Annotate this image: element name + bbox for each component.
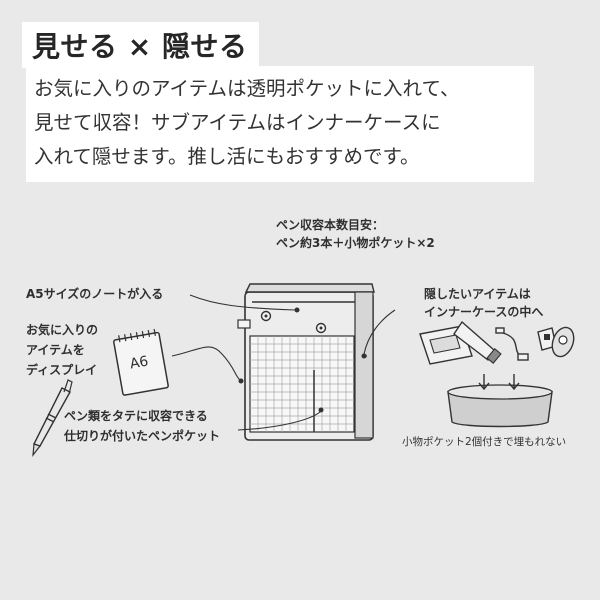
favorite-display-label-2: アイテムを [26,343,85,357]
favorite-display-label-3: ディスプレイ [26,363,98,377]
pen-pocket-label-1: ペン類をタテに収容できる [64,409,208,423]
pen-capacity-label-1: ペン収容本数目安： [276,218,385,232]
hidden-items-label-2: インナーケースの中へ [424,305,544,319]
intro-line-3: 入れて隠せます。推し活にもおすすめです。 [34,145,420,168]
intro-line-1: お気に入りのアイテムは透明ポケットに入れて、 [34,77,460,100]
favorite-display-label-1: お気に入りの [26,323,99,337]
cable-icon [495,327,529,361]
title-band: 見せる × 隠せる [22,22,260,68]
intro-line-2: 見せて収容！サブアイテムはインナーケースに [34,111,441,134]
pen-pocket-label-2: 仕切りが付いたペンポケット [64,429,221,443]
inner-case-icon [447,374,553,428]
tape-icon [551,326,575,358]
pouch-case [237,283,375,441]
hidden-items-label-1: 隠したいアイテムは [424,287,531,301]
leader-lines [171,294,396,431]
pen-icon [32,379,73,457]
intro-band: お気に入りのアイテムは透明ポケットに入れて、 見せて収容！サブアイテムはインナー… [26,66,534,182]
notebook-label: A6 [128,353,150,373]
inner-case-caption: 小物ポケット2個付きで埋もれない [402,436,567,448]
page-title: 見せる × 隠せる [32,30,248,63]
notebook-icon [113,328,169,396]
tube-icon [453,320,502,364]
pen-capacity-label-2: ペン約3本＋小物ポケット×2 [276,236,435,250]
a5-note-label: A5サイズのノートが入る [26,287,164,301]
